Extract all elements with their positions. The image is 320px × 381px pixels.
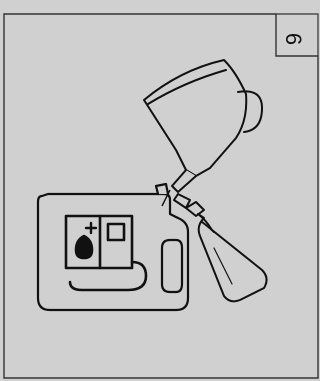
funnel-icon [144, 60, 262, 192]
